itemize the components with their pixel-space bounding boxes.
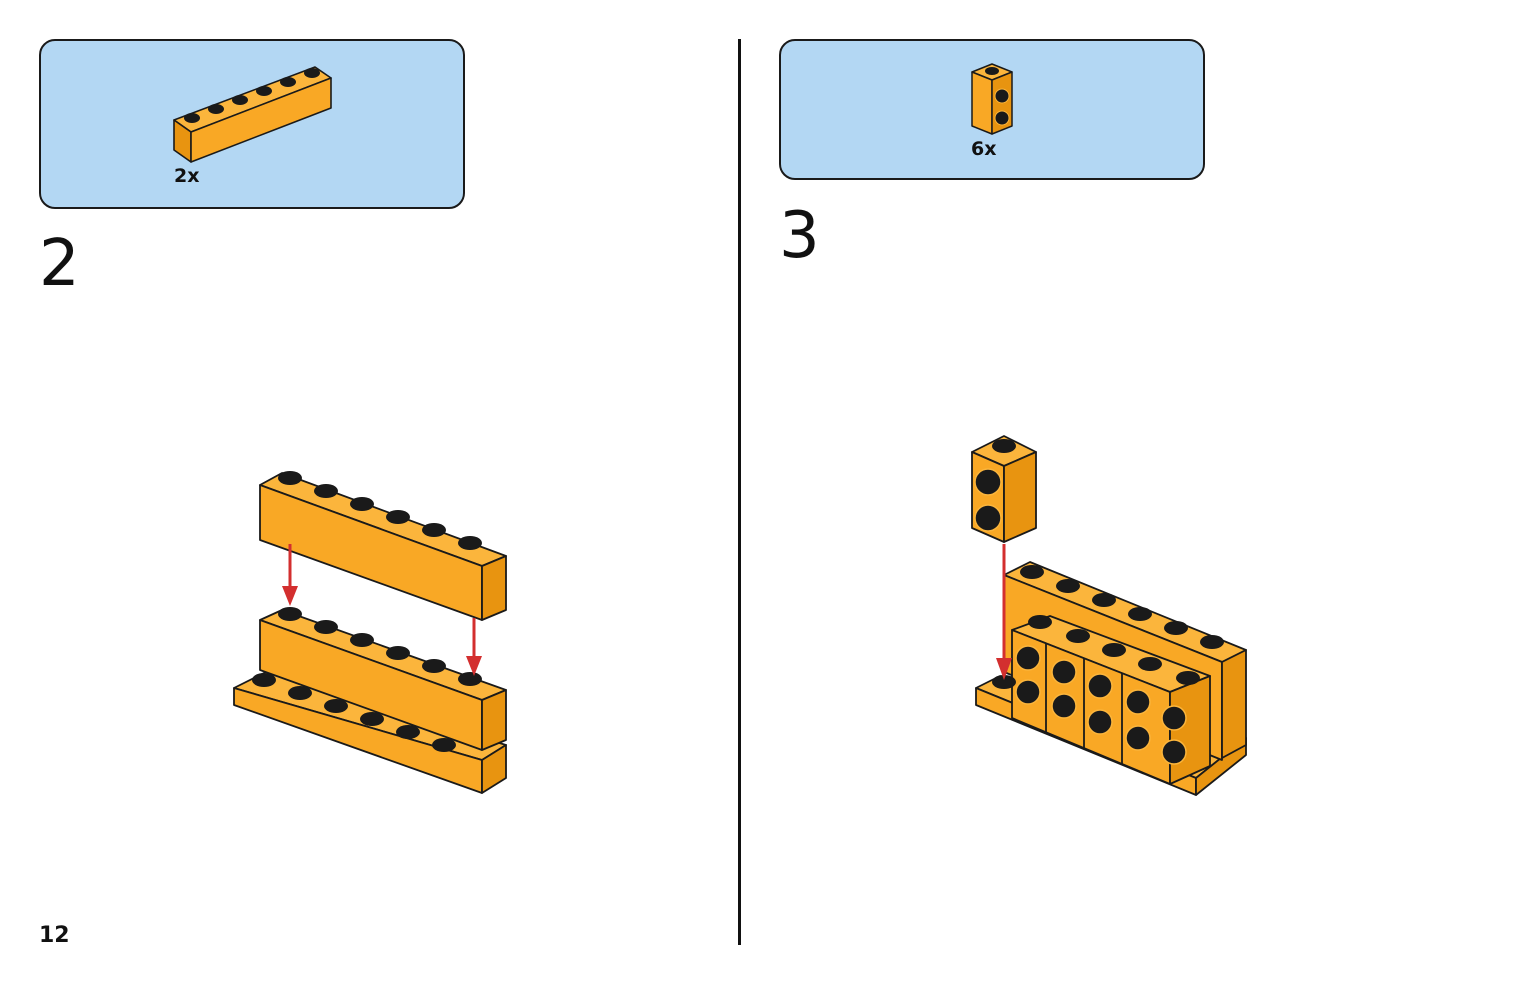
page-divider [738, 39, 741, 945]
step-number: 2 [39, 227, 80, 301]
part-quantity: 6x [971, 138, 997, 160]
step-number: 3 [779, 199, 820, 273]
part-quantity: 2x [174, 165, 200, 187]
page-number: 12 [39, 923, 70, 948]
